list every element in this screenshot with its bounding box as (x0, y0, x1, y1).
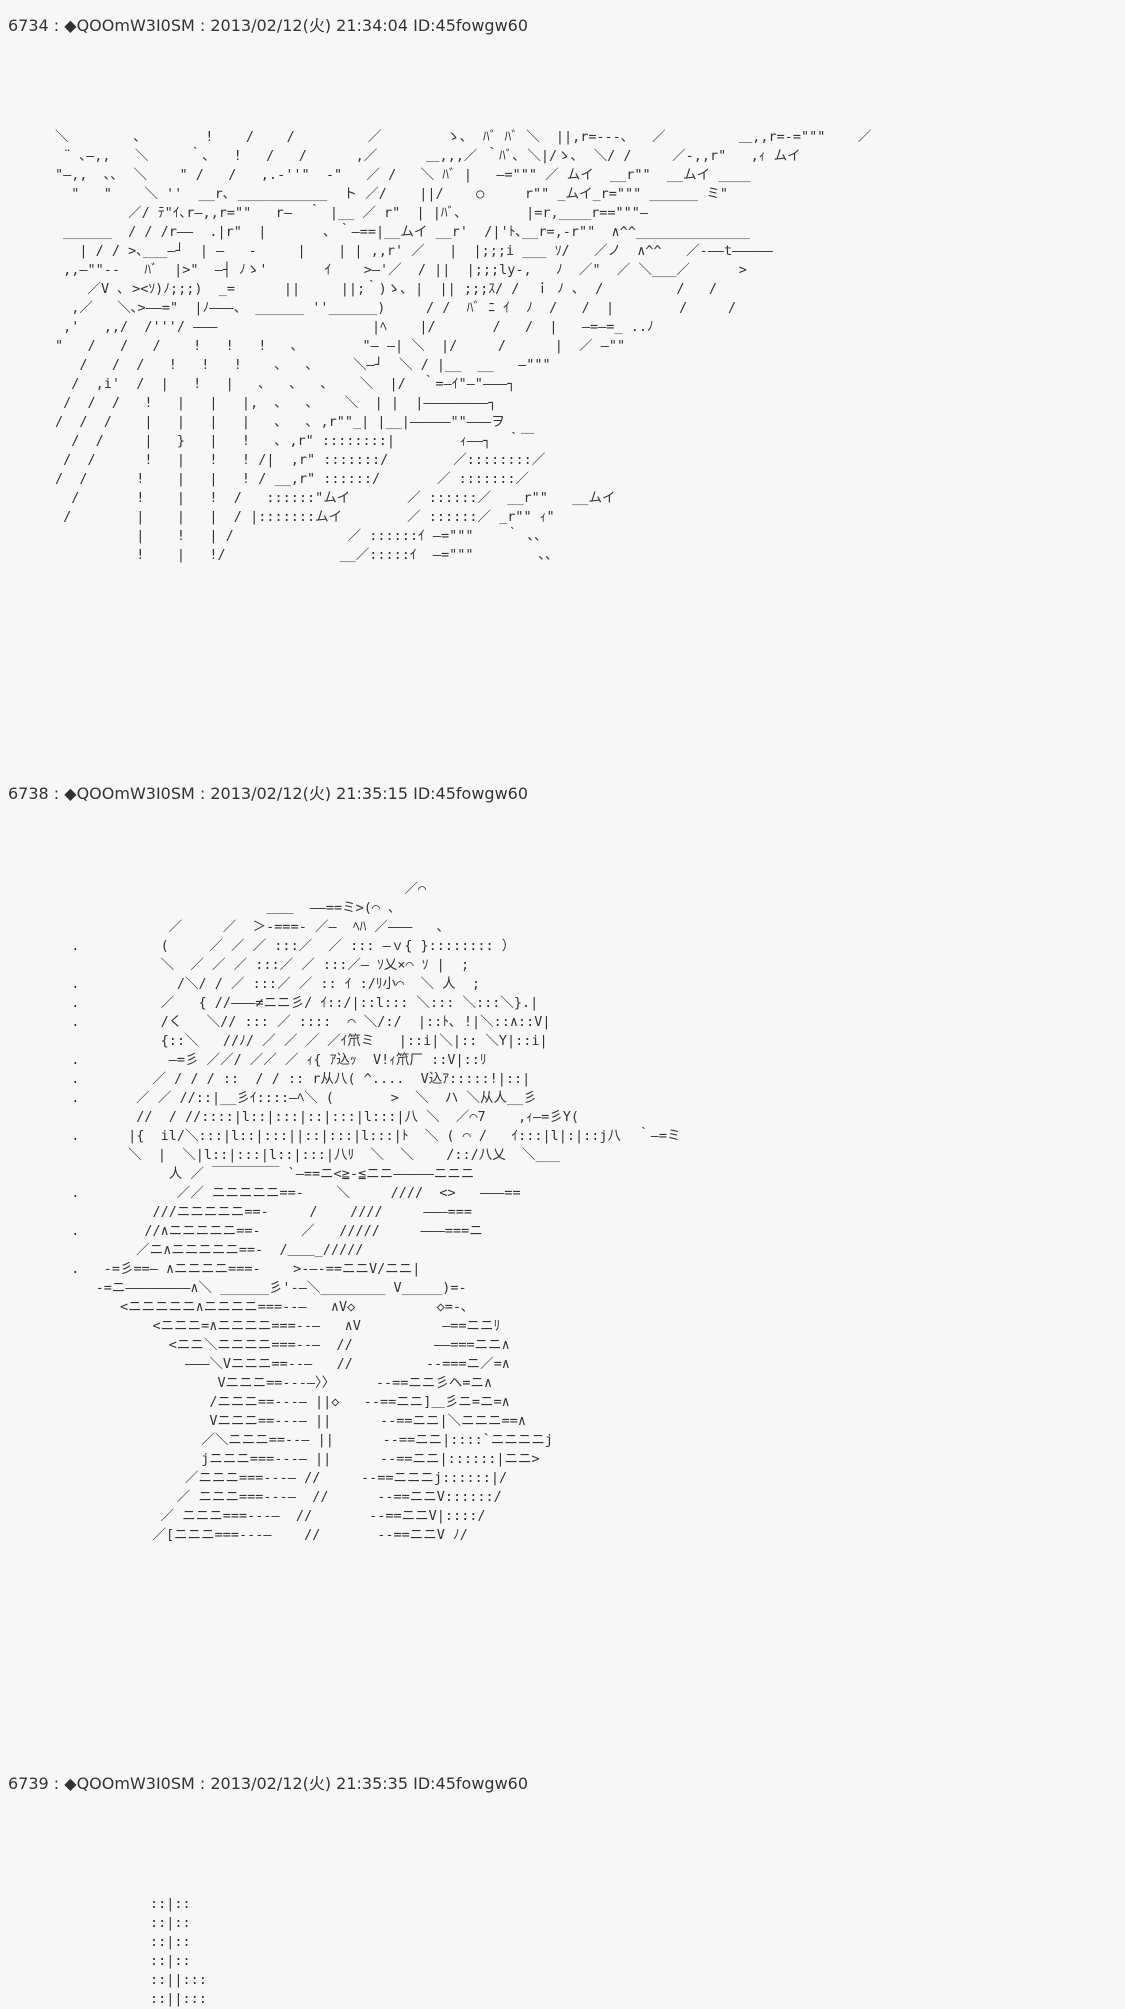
ascii-art: ／⌒ ＿＿ ――==ミ>(⌒ ､ ／ ／ ＞-===‐ ／― ﾍﾊ ／――― ､… (71, 881, 681, 1543)
post-header: 6739 : ◆QOOmW3I0SM : 2013/02/12(火) 21:35… (8, 1774, 529, 1793)
ascii-art: ::|:: ::|:: ::|:: ::|:: ::||::: ::||::: (150, 1896, 207, 2007)
post-header: 6734 : ◆QOOmW3I0SM : 2013/02/12(火) 21:34… (8, 16, 529, 35)
post-header: 6738 : ◆QOOmW3I0SM : 2013/02/12(火) 21:35… (8, 784, 529, 803)
ascii-art: ＼ ､ ! / / ／ ゝ､ ﾊﾞ ﾊﾞ ＼ ||,r=---､ ／ ＿,,r=… (55, 129, 872, 563)
